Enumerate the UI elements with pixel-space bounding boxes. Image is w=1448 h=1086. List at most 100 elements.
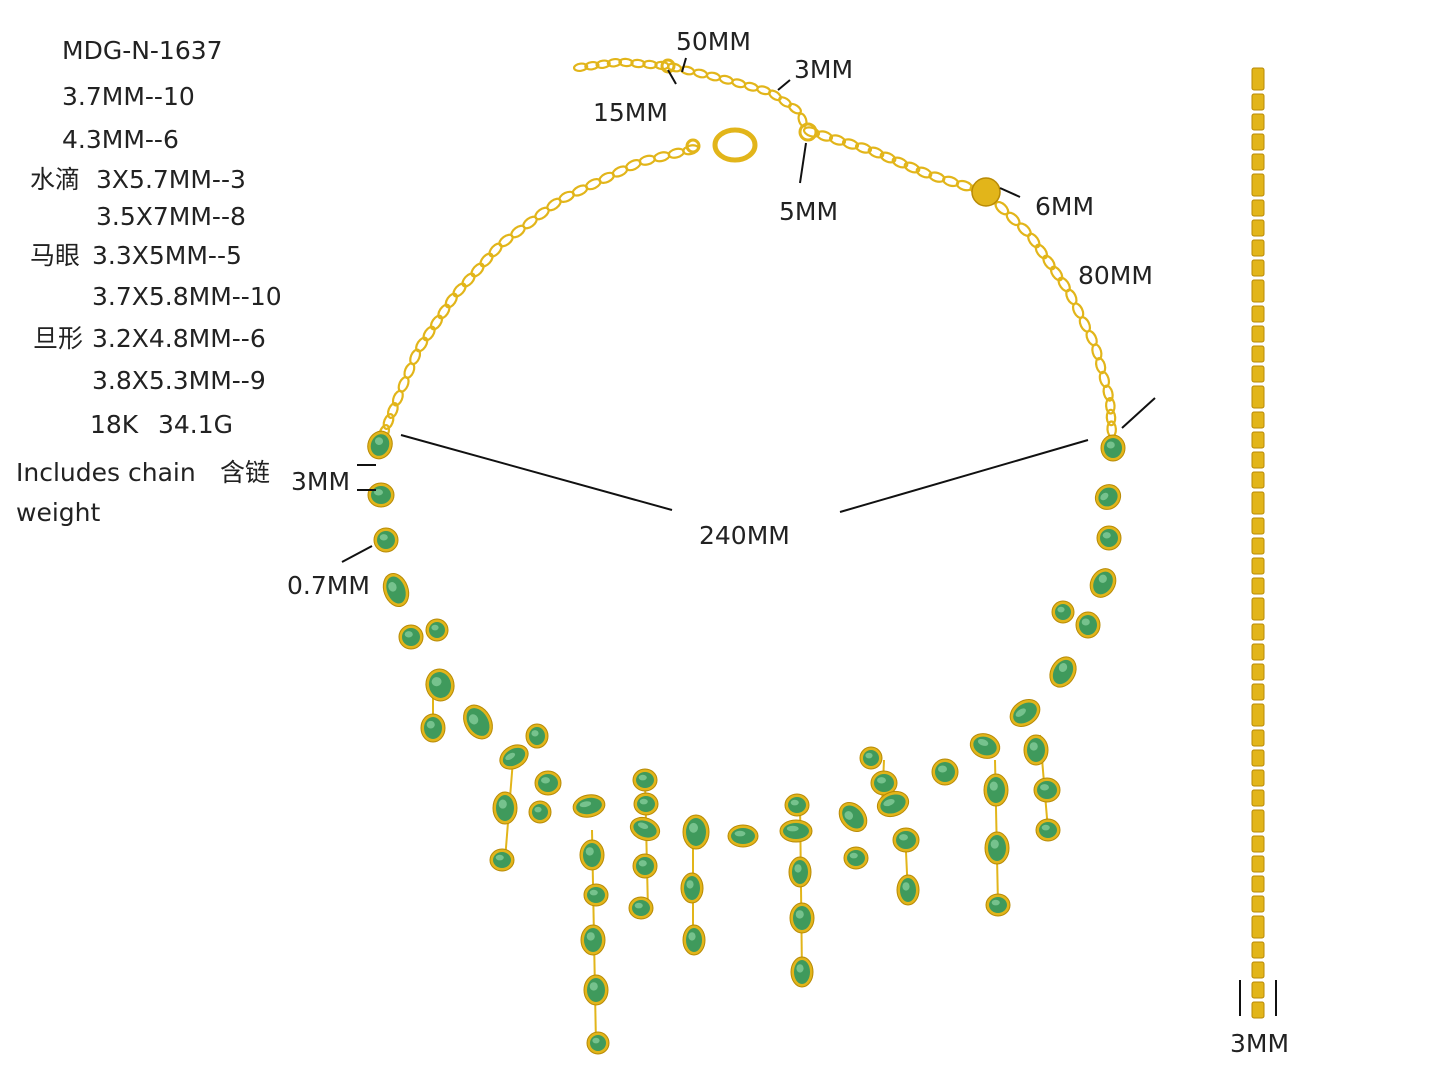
gemstone-layer [367,430,1126,1055]
emerald-stone [629,816,661,842]
gem-highlight [592,1037,600,1044]
gem [529,727,545,745]
gem [502,747,526,767]
side-link [1251,93,1265,111]
side-link [1251,219,1265,237]
emerald-stone [628,896,654,920]
emerald-stone [367,430,393,460]
chain-link [1094,357,1107,375]
gem-highlight [1058,663,1068,672]
side-link [1251,769,1265,787]
gem [1037,781,1057,799]
chain-link [1102,384,1114,402]
leader-line [667,69,677,85]
gem-highlight [589,982,598,991]
chain-link [630,58,646,69]
chain-link [422,325,436,342]
chain-link [867,146,885,159]
chain-link [667,147,685,159]
emerald-stone [425,668,455,702]
side-link [1251,683,1265,701]
gem-highlight [991,899,1000,906]
side-link [1251,279,1265,303]
gem [496,795,514,821]
gem [874,774,894,792]
total-weight: 34.1G [158,410,234,439]
gem [1052,659,1074,685]
gem-highlight [865,752,873,759]
emerald-stone [572,794,606,818]
emerald-stone [633,792,659,816]
gem-highlight [388,582,397,592]
side-link [1251,1001,1265,1019]
gem [880,794,906,814]
side-link [1251,981,1265,999]
gem-highlight [796,964,804,973]
side-link [1251,855,1265,873]
gem [587,887,605,903]
dim-extender-length: 50MM [676,27,751,56]
gem [900,878,916,902]
gem [794,960,810,984]
gem [424,717,442,739]
chain-link [415,336,429,353]
side-link [1251,325,1265,343]
gem-highlight [468,714,479,725]
chain-link [828,134,847,146]
weight-note: Includes chain [16,458,196,487]
gem-highlight [1029,742,1038,751]
spec-row: 3.7MM--10 [62,82,195,111]
chain-link [1105,408,1117,427]
side-link [1251,875,1265,893]
emerald-stone [892,827,920,853]
gem-highlight [849,852,858,859]
gem-highlight [899,834,908,841]
side-link [1251,113,1265,131]
gem [686,818,706,846]
gem-highlight [639,798,648,805]
gem-highlight [734,830,746,837]
emerald-stone [984,831,1010,865]
gem-highlight [902,882,910,891]
gem-highlight [1100,492,1109,501]
emerald-stone [931,758,959,786]
emerald-stone [790,956,814,988]
side-link [1251,895,1265,913]
gem [783,823,809,839]
jump-ring [798,122,818,142]
emerald-stone [463,704,493,740]
gem-highlight [877,777,886,784]
chain-link [705,71,722,82]
emerald-stone [876,790,910,818]
gem [632,900,650,916]
gem-highlight [541,777,550,784]
gem-highlight [790,799,799,806]
gem [1100,529,1118,547]
emerald-stone [1051,600,1075,624]
chain-link [692,68,709,79]
side-link [1251,557,1265,575]
side-link [1251,67,1265,91]
chain-link [606,57,623,68]
gem-highlight [404,631,413,638]
gem-highlight [498,799,507,809]
chain-link [498,233,514,248]
emerald-stone [682,924,706,956]
gem-highlight [795,910,804,919]
side-link [1251,941,1265,959]
chain-link [891,156,909,169]
dim-chain-length: 80MM [1078,261,1153,290]
gem-highlight [689,822,698,833]
side-link [1251,239,1265,257]
gem [532,804,548,820]
emerald-stone [525,723,549,749]
side-link [1251,199,1265,217]
gem [1104,438,1122,458]
emerald-stone [896,874,920,906]
gem [371,486,391,504]
chain-link [915,166,933,179]
chain-link [802,126,821,138]
gem [847,850,865,866]
side-link [1251,385,1265,409]
